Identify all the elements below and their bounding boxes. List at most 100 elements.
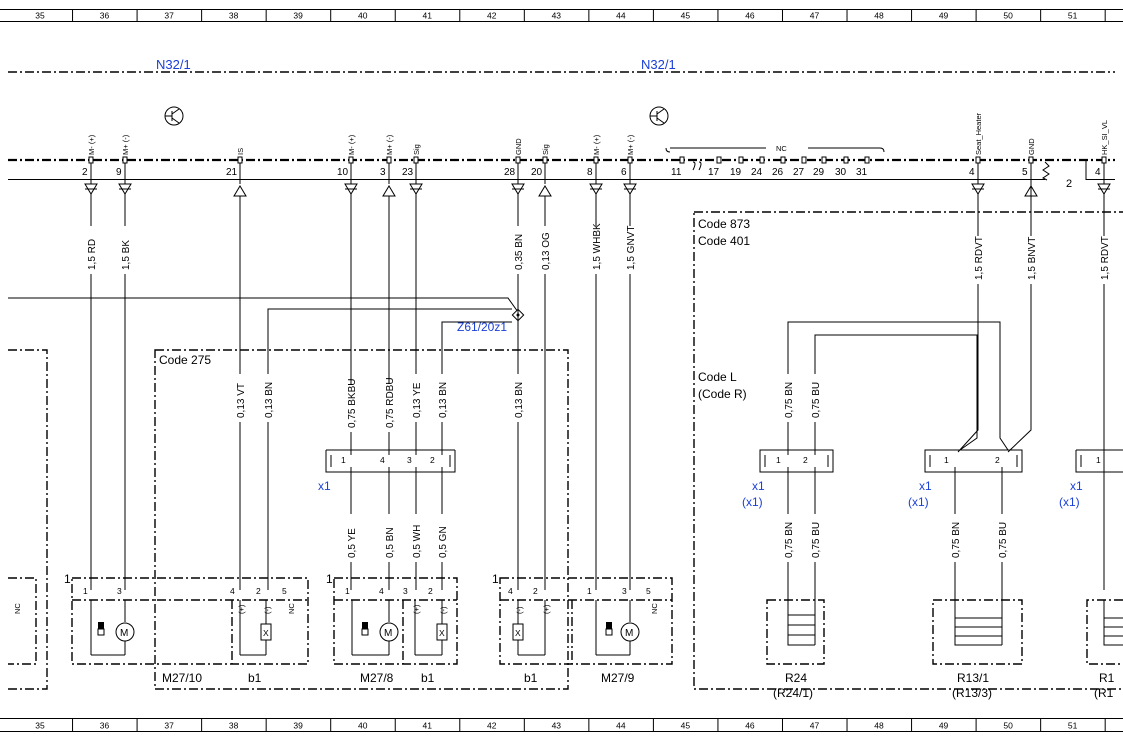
pin-label: 4 — [380, 455, 385, 465]
polarity-label: (-) — [263, 606, 272, 614]
module-pin: M- (+)10 — [337, 134, 358, 195]
ruler-column-number: 48 — [874, 721, 884, 731]
pin-label: 2 — [803, 455, 808, 465]
pin-label: 1 — [83, 586, 88, 596]
pin-label: 2 — [430, 455, 435, 465]
ruler-column-number: 45 — [681, 11, 691, 21]
pin-signal-label: M+ (-) — [385, 134, 394, 155]
pin-number: 4 — [1095, 167, 1101, 178]
nc-pin-number: 24 — [751, 167, 763, 178]
pin-number: 20 — [531, 167, 543, 178]
wire-label: 1,5 WHBK — [592, 223, 603, 270]
connector-number-2: 2 — [1066, 178, 1072, 190]
nc-label: NC — [650, 603, 659, 614]
m27-9-motor: 1 4 2 1 3 5 X (-) (+) M NC b1 M27/9 — [492, 572, 673, 685]
ruler-column-number: 51 — [1068, 721, 1078, 731]
pin-label: 1 — [776, 455, 781, 465]
wire-label: 1,5 RD — [87, 239, 98, 270]
ruler-column-number: 38 — [229, 721, 239, 731]
pin-label: 3 — [407, 455, 412, 465]
code-l-label: Code L — [698, 370, 737, 384]
pin-label: 5 — [282, 586, 287, 596]
top-ruler: 353637383940414243444546474849505152 — [0, 9, 1123, 22]
ruler-column-number: 44 — [616, 11, 626, 21]
wire-label: 1,5 RDVT — [1100, 236, 1111, 280]
polarity-label: (-) — [439, 606, 448, 614]
transistor-icon — [649, 106, 669, 126]
pin-number: 8 — [587, 167, 593, 178]
ruler-column-number: 42 — [487, 721, 497, 731]
pin-label: 1 — [1096, 455, 1101, 465]
pin-signal-label: IS — [236, 148, 245, 155]
ruler-column-number: 50 — [1003, 721, 1013, 731]
pin-signal-label: M+ (-) — [121, 134, 130, 155]
wire-label: 0,5 YE — [347, 528, 358, 558]
block-number: 1 — [64, 572, 71, 586]
pin-number: 28 — [504, 167, 516, 178]
nc-pin — [716, 156, 722, 164]
wire-label: 0,75 BN — [951, 522, 962, 558]
nc-pin — [780, 156, 786, 164]
nc-pin — [738, 156, 744, 164]
ruler-column-number: 49 — [939, 721, 949, 731]
ruler-column-number: 42 — [487, 11, 497, 21]
nc-label: NC — [13, 603, 22, 614]
pin-signal-label: M+ (-) — [626, 134, 635, 155]
nc-pin-number: 30 — [835, 167, 847, 178]
wire-label: 0,75 BU — [998, 522, 1009, 558]
ruler-column-number: 43 — [552, 721, 562, 731]
r24-heater: R24 (R24/1) — [766, 599, 825, 700]
wire-label: 0,75 BN — [784, 382, 795, 418]
pin-number: 21 — [226, 167, 238, 178]
signal-in-arrow-icon — [233, 185, 247, 197]
m27-8-motor: 1 1 4 3 2 M X (+) (-) M27/8 b1 — [326, 572, 458, 685]
pin-label: 4 — [230, 586, 235, 596]
pin-label: 3 — [622, 586, 627, 596]
left-component-box — [8, 349, 48, 690]
motor-symbol: M — [384, 628, 392, 639]
wire-label: 0,13 BN — [264, 382, 275, 418]
m27-8-label: M27/8 — [360, 671, 394, 685]
x1-label: x1 — [919, 479, 932, 493]
ruler-column-number: 47 — [810, 11, 820, 21]
m27-10-motor: 1 1 3 4 2 5 M X (+) (-) NC M27/10 b1 — [64, 572, 309, 685]
pin-label: 2 — [428, 586, 433, 596]
m27-9-label: M27/9 — [601, 671, 635, 685]
wire-label: 0,13 BN — [438, 382, 449, 418]
b1-label: b1 — [524, 671, 538, 685]
ruler-column-number: 41 — [423, 721, 433, 731]
ruler-column-number: 38 — [229, 11, 239, 21]
ruler-column-number: 37 — [164, 721, 174, 731]
polarity-label: (+) — [237, 604, 246, 614]
x1-alt-label: (x1) — [1059, 495, 1080, 509]
ruler-column-number: 49 — [939, 11, 949, 21]
wire-label: 0,35 BN — [514, 234, 525, 270]
r1-alt-label: (R1 — [1094, 686, 1114, 700]
ruler-column-number: 39 — [293, 11, 303, 21]
connector-x1-a: 1 4 3 2 x1 — [318, 449, 456, 493]
b1-label: b1 — [421, 671, 435, 685]
wire-label: 0,13 OG — [541, 232, 552, 270]
x1-label: x1 — [318, 479, 331, 493]
wire-label: 1,5 RDVT — [974, 236, 985, 280]
sensor-symbol: X — [439, 628, 445, 638]
bottom-ruler: 353637383940414243444546474849505152 — [0, 718, 1123, 732]
bus-line — [8, 297, 519, 313]
x1-label: x1 — [1070, 479, 1083, 493]
code-275-box — [154, 349, 569, 690]
r13-1-label: R13/1 — [957, 671, 989, 685]
wire-label: 1,5 BNVT — [1027, 237, 1038, 280]
splice-label: Z61/20z1 — [457, 320, 507, 334]
pin-signal-label: Seat_Heater — [974, 112, 983, 155]
motor-symbol: M — [120, 628, 128, 639]
pin-signal-label: M- (+) — [87, 134, 96, 155]
n32-label-left: N32/1 — [156, 57, 191, 72]
nc-pin — [679, 156, 685, 164]
pin-number: 3 — [380, 167, 386, 178]
nc-bracket-label: NC — [776, 144, 787, 153]
nc-pin-number: 26 — [772, 167, 784, 178]
pin-signal-label: GND — [1027, 138, 1036, 155]
